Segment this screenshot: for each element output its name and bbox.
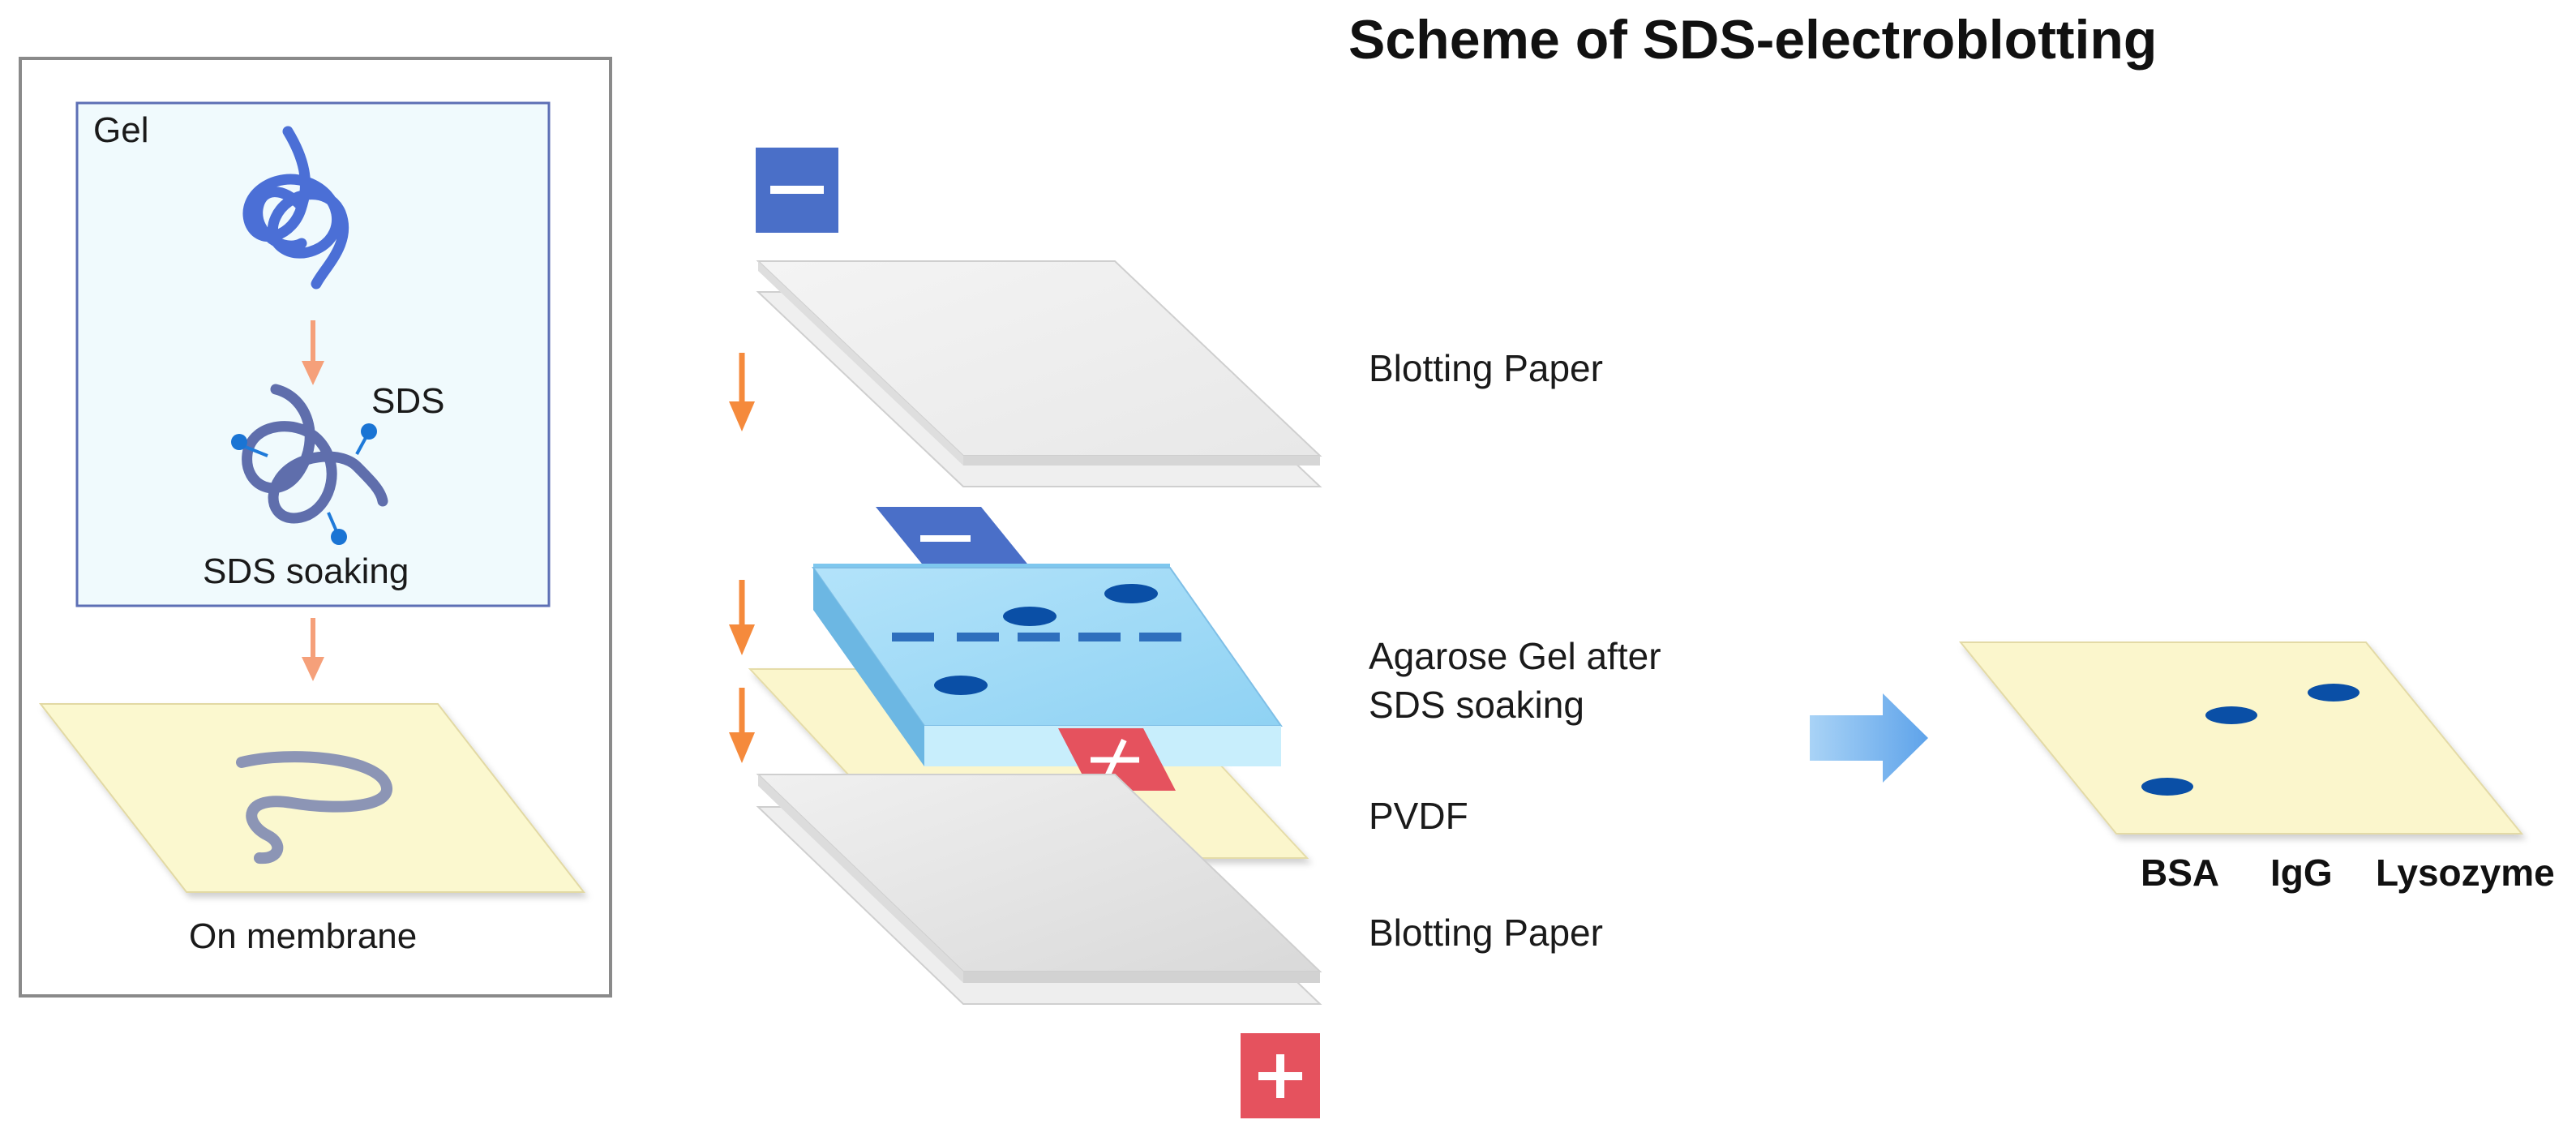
result-band-lysozyme <box>2308 684 2360 702</box>
orange-arrow-icon <box>302 320 324 385</box>
unfolded-protein-icon <box>236 751 392 865</box>
protein-label-lysozyme: Lysozyme <box>2376 852 2555 894</box>
membrane-sheet <box>38 703 586 893</box>
orange-arrow-icon <box>729 353 755 431</box>
protein-label-bsa: BSA <box>2141 852 2220 894</box>
minus-sign <box>770 186 824 194</box>
sds-label: SDS <box>371 381 445 421</box>
sds-protein-icon <box>231 384 388 545</box>
agarose-gel-label-line2: SDS soaking <box>1369 684 1584 726</box>
diagram-title: Scheme of SDS-electroblotting <box>1348 9 2158 71</box>
bottom-blotting-paper-label: Blotting Paper <box>1369 912 1603 954</box>
left-panel <box>19 57 612 998</box>
on-membrane-label: On membrane <box>189 916 418 956</box>
gel-label: Gel <box>93 110 149 150</box>
gel-band <box>1104 584 1158 603</box>
pvdf-label: PVDF <box>1369 795 1468 837</box>
top-blotting-paper-label: Blotting Paper <box>1369 347 1603 389</box>
folded-protein-icon <box>242 126 349 290</box>
gel-wells <box>892 633 1181 641</box>
orange-arrow-icon <box>729 580 755 655</box>
sds-soaking-label: SDS soaking <box>203 551 409 591</box>
result-membrane <box>1958 641 2524 835</box>
orange-arrow-icon <box>302 618 324 681</box>
protein-label-igg: IgG <box>2270 852 2333 894</box>
blotting-stack <box>729 148 1322 1118</box>
transfer-arrow-icon <box>1810 693 1928 783</box>
result-band-bsa <box>2141 778 2193 796</box>
agarose-gel-label: Agarose Gel after <box>1369 635 1661 677</box>
gel-band <box>1003 607 1057 626</box>
result-band-igg <box>2205 706 2257 724</box>
orange-arrow-icon <box>729 688 755 763</box>
gel-band <box>934 676 988 695</box>
